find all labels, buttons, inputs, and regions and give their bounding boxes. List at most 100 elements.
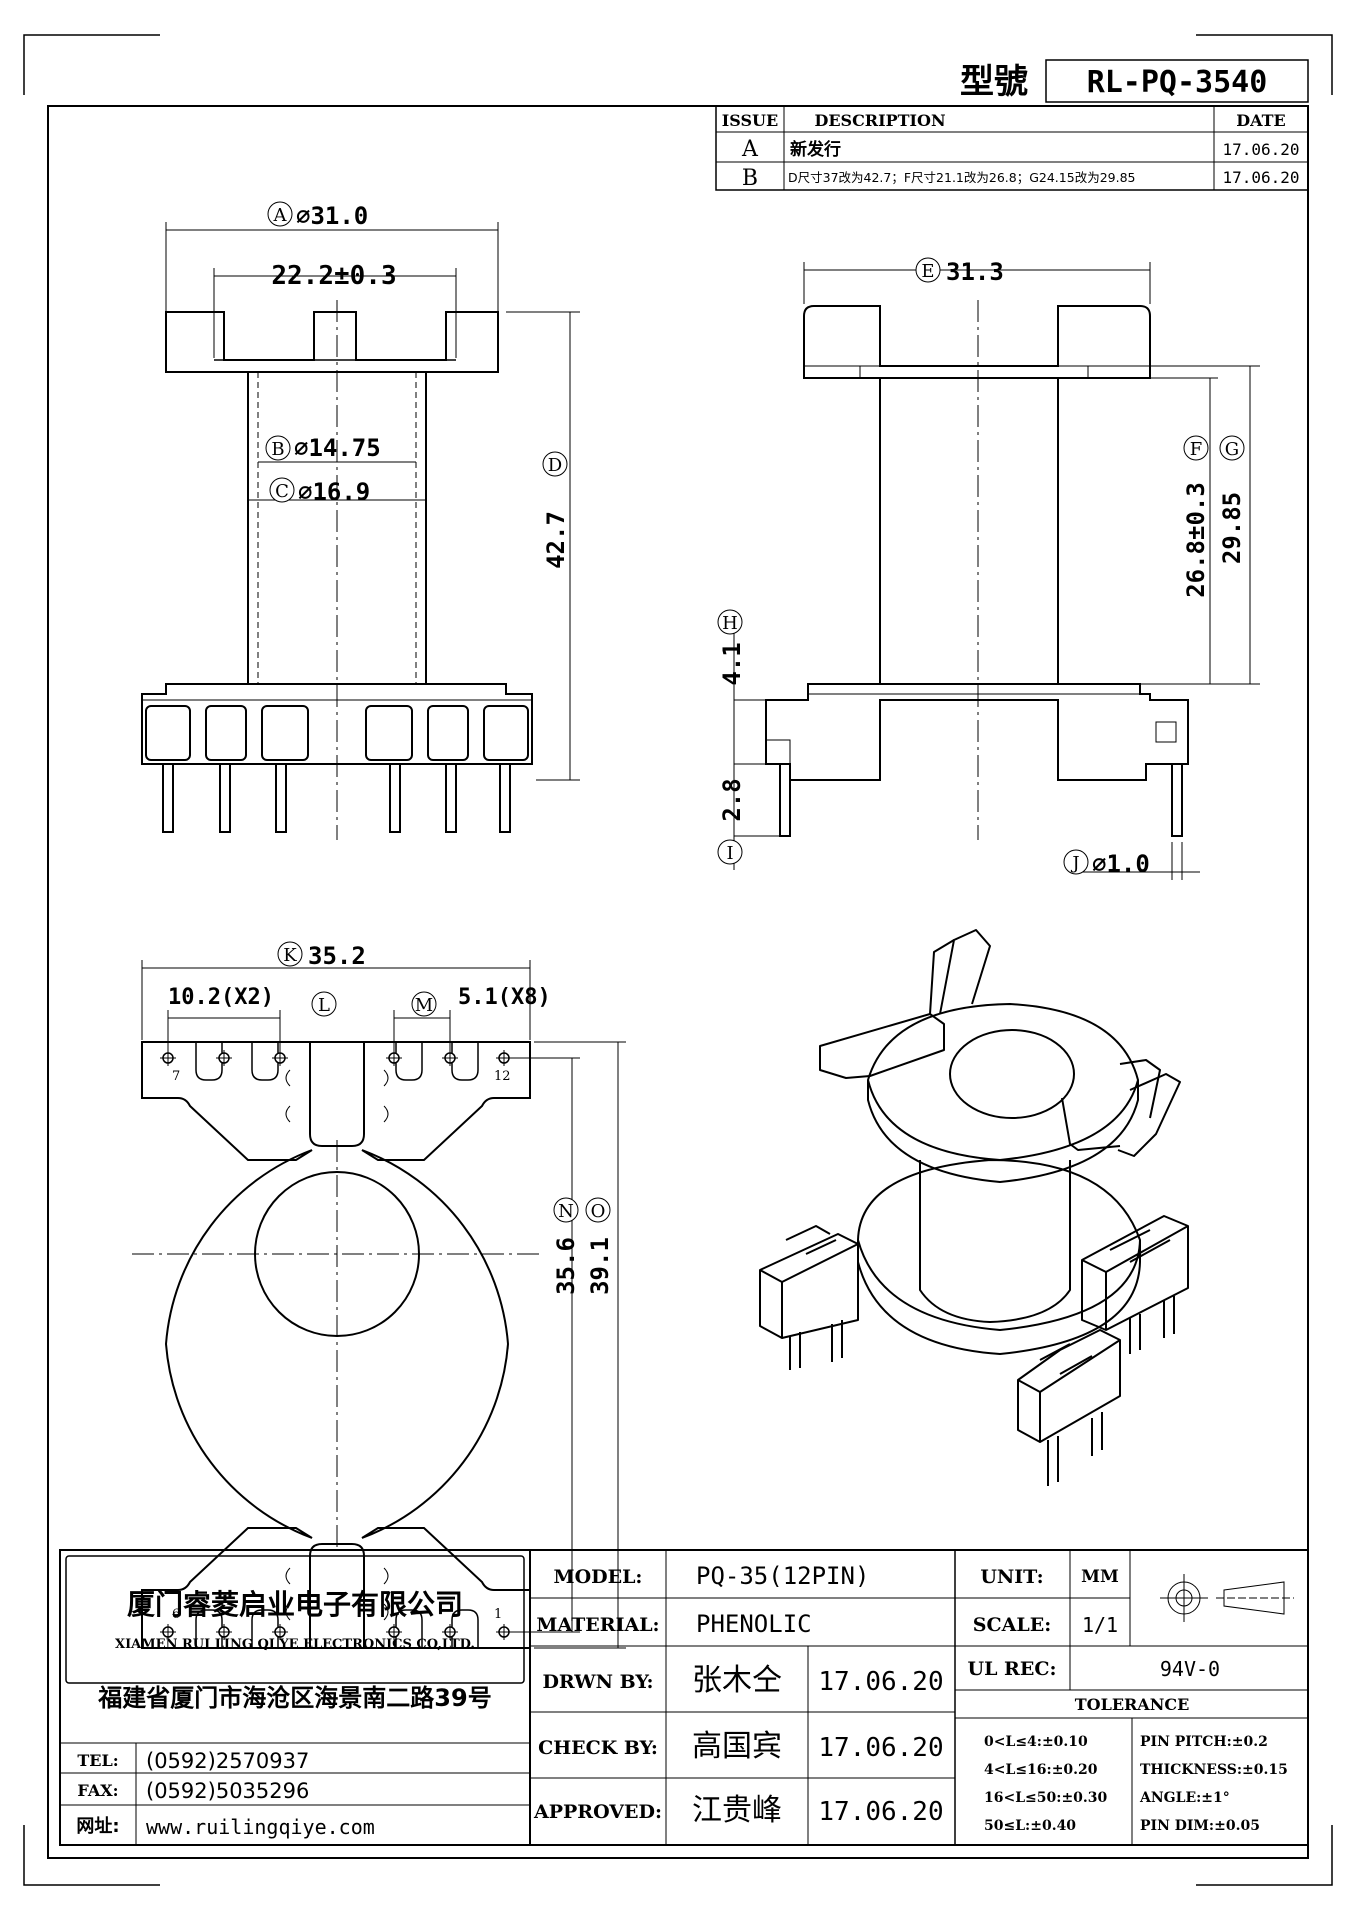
svg-text:39.1: 39.1: [586, 1237, 614, 1295]
svg-text:2.8: 2.8: [718, 778, 746, 821]
dim-C: C ⌀16.9: [269, 477, 370, 506]
dim-O: O 39.1: [585, 1197, 614, 1295]
pin-pitch-tolerance: PIN PITCH:±0.2: [1140, 1734, 1268, 1750]
dim-D: D 42.7: [542, 451, 570, 569]
dim-L: L: [311, 991, 337, 1017]
model-field-value: PQ-35(12PIN): [696, 1562, 869, 1590]
drawn-by-name: 张木仝: [692, 1663, 782, 1698]
sheet-frame: [47, 105, 1309, 1859]
front-view-pins: [162, 764, 511, 833]
dim-K: K 35.2: [277, 941, 366, 970]
svg-text:35.2: 35.2: [308, 942, 366, 970]
dim-G: G 29.85: [1218, 435, 1246, 564]
check-by-label: CHECK BY:: [538, 1737, 658, 1759]
pin-number-12: 12: [494, 1069, 511, 1084]
svg-text:⌀14.75: ⌀14.75: [294, 434, 381, 462]
material-value: PHENOLIC: [696, 1610, 812, 1638]
svg-text:E: E: [921, 261, 934, 282]
tolerance-2: 4<L≤16:±0.20: [984, 1762, 1098, 1778]
side-view: [733, 262, 1260, 880]
isometric-view: [759, 929, 1189, 1486]
svg-text:C: C: [275, 481, 289, 502]
svg-text:A: A: [273, 205, 288, 226]
tel-value: (0592)2570937: [146, 1749, 309, 1773]
approved-name: 江贵峰: [692, 1793, 782, 1828]
pin-number-7: 7: [172, 1069, 180, 1084]
unit-value: MM: [1081, 1567, 1119, 1587]
ul-rec-label: UL REC:: [968, 1658, 1057, 1680]
company-name-cn: 厦门睿菱启业电子有限公司: [127, 1588, 463, 1621]
svg-text:⌀1.0: ⌀1.0: [1092, 850, 1150, 878]
model-label: 型號: [960, 62, 1028, 102]
drawn-by-date: 17.06.20: [818, 1667, 943, 1697]
dim-N: N 35.6: [552, 1197, 580, 1295]
drawn-by-label: DRWN BY:: [542, 1671, 653, 1693]
unit-label: UNIT:: [980, 1566, 1043, 1588]
check-by-date: 17.06.20: [818, 1733, 943, 1763]
rev-header-description: DESCRIPTION: [814, 111, 945, 130]
thickness-tolerance: THICKNESS:±0.15: [1140, 1762, 1288, 1778]
revision-table: ISSUE DESCRIPTION DATE A 新发行 17.06.20 B …: [715, 105, 1309, 191]
model-field-label: MODEL:: [554, 1566, 643, 1588]
rev-a-description: 新发行: [790, 139, 841, 160]
tolerance-label: TOLERANCE: [1075, 1695, 1190, 1714]
svg-text:I: I: [726, 843, 733, 864]
dim-J: J ⌀1.0: [1063, 849, 1150, 878]
dim-I: I 2.8: [717, 778, 746, 865]
dim-M: M: [411, 991, 437, 1017]
company-address: 福建省厦门市海沧区海景南二路39号: [97, 1684, 491, 1712]
rev-header-issue: ISSUE: [722, 111, 778, 130]
dim-pitch-x2: 10.2(X2): [168, 985, 274, 1010]
model-value: RL-PQ-3540: [1087, 65, 1268, 100]
approved-label: APPROVED:: [533, 1801, 662, 1823]
rev-b-description: D尺寸37改为42.7；F尺寸21.1改为26.8；G24.15改为29.85: [788, 170, 1135, 185]
rev-header-date: DATE: [1236, 111, 1286, 130]
svg-text:4.1: 4.1: [718, 642, 746, 685]
dim-F: F 26.8±0.3: [1182, 435, 1210, 598]
svg-text:⌀31.0: ⌀31.0: [296, 202, 368, 230]
projection-symbol-icon: [1160, 1574, 1294, 1622]
svg-text:D: D: [548, 455, 562, 476]
tolerance-1: 0<L≤4:±0.10: [984, 1734, 1088, 1750]
svg-text:29.85: 29.85: [1218, 492, 1246, 564]
dim-width-top: 22.2±0.3: [271, 261, 396, 291]
tolerance-4: 50≤L:±0.40: [984, 1818, 1076, 1834]
svg-text:F: F: [1190, 439, 1203, 460]
bottom-view: [132, 960, 626, 1649]
tel-label: TEL:: [77, 1751, 118, 1770]
pin-number-1: 1: [494, 1607, 502, 1622]
scale-label: SCALE:: [973, 1614, 1051, 1636]
dim-H: H 4.1: [717, 609, 746, 686]
svg-text:N: N: [558, 1201, 574, 1222]
svg-text:O: O: [591, 1201, 606, 1222]
front-view: [141, 222, 580, 840]
web-label: 网址:: [76, 1816, 119, 1837]
svg-text:42.7: 42.7: [542, 511, 570, 569]
tolerance-3: 16<L≤50:±0.30: [984, 1790, 1108, 1806]
rev-a-date: 17.06.20: [1222, 140, 1299, 159]
svg-text:K: K: [283, 945, 297, 966]
dim-E: E 31.3: [915, 257, 1004, 286]
svg-text:26.8±0.3: 26.8±0.3: [1182, 482, 1210, 598]
scale-value: 1/1: [1082, 1613, 1118, 1637]
material-label: MATERIAL:: [536, 1614, 659, 1636]
svg-text:⌀16.9: ⌀16.9: [298, 478, 370, 506]
web-value: www.ruilingqiye.com: [146, 1815, 375, 1839]
rev-a-issue: A: [741, 137, 759, 162]
company-name-en: XIAMEN RUI LING QI YE ELECTRONICS CO,LTD…: [115, 1637, 475, 1652]
fax-value: (0592)5035296: [146, 1779, 309, 1803]
svg-text:G: G: [1225, 439, 1239, 460]
approved-date: 17.06.20: [818, 1797, 943, 1827]
svg-text:H: H: [722, 613, 738, 634]
svg-text:31.3: 31.3: [946, 258, 1004, 286]
angle-tolerance: ANGLE:±1°: [1139, 1790, 1230, 1806]
rev-b-date: 17.06.20: [1222, 168, 1299, 187]
svg-text:B: B: [271, 439, 284, 460]
model-header: 型號 RL-PQ-3540: [960, 59, 1309, 103]
pin-dim-tolerance: PIN DIM:±0.05: [1140, 1818, 1260, 1834]
pin-number-6: 6: [172, 1607, 180, 1622]
dim-B: B ⌀14.75: [265, 434, 381, 462]
crop-marks: [23, 34, 1333, 1886]
fax-label: FAX:: [77, 1781, 118, 1800]
svg-text:L: L: [318, 995, 330, 1016]
